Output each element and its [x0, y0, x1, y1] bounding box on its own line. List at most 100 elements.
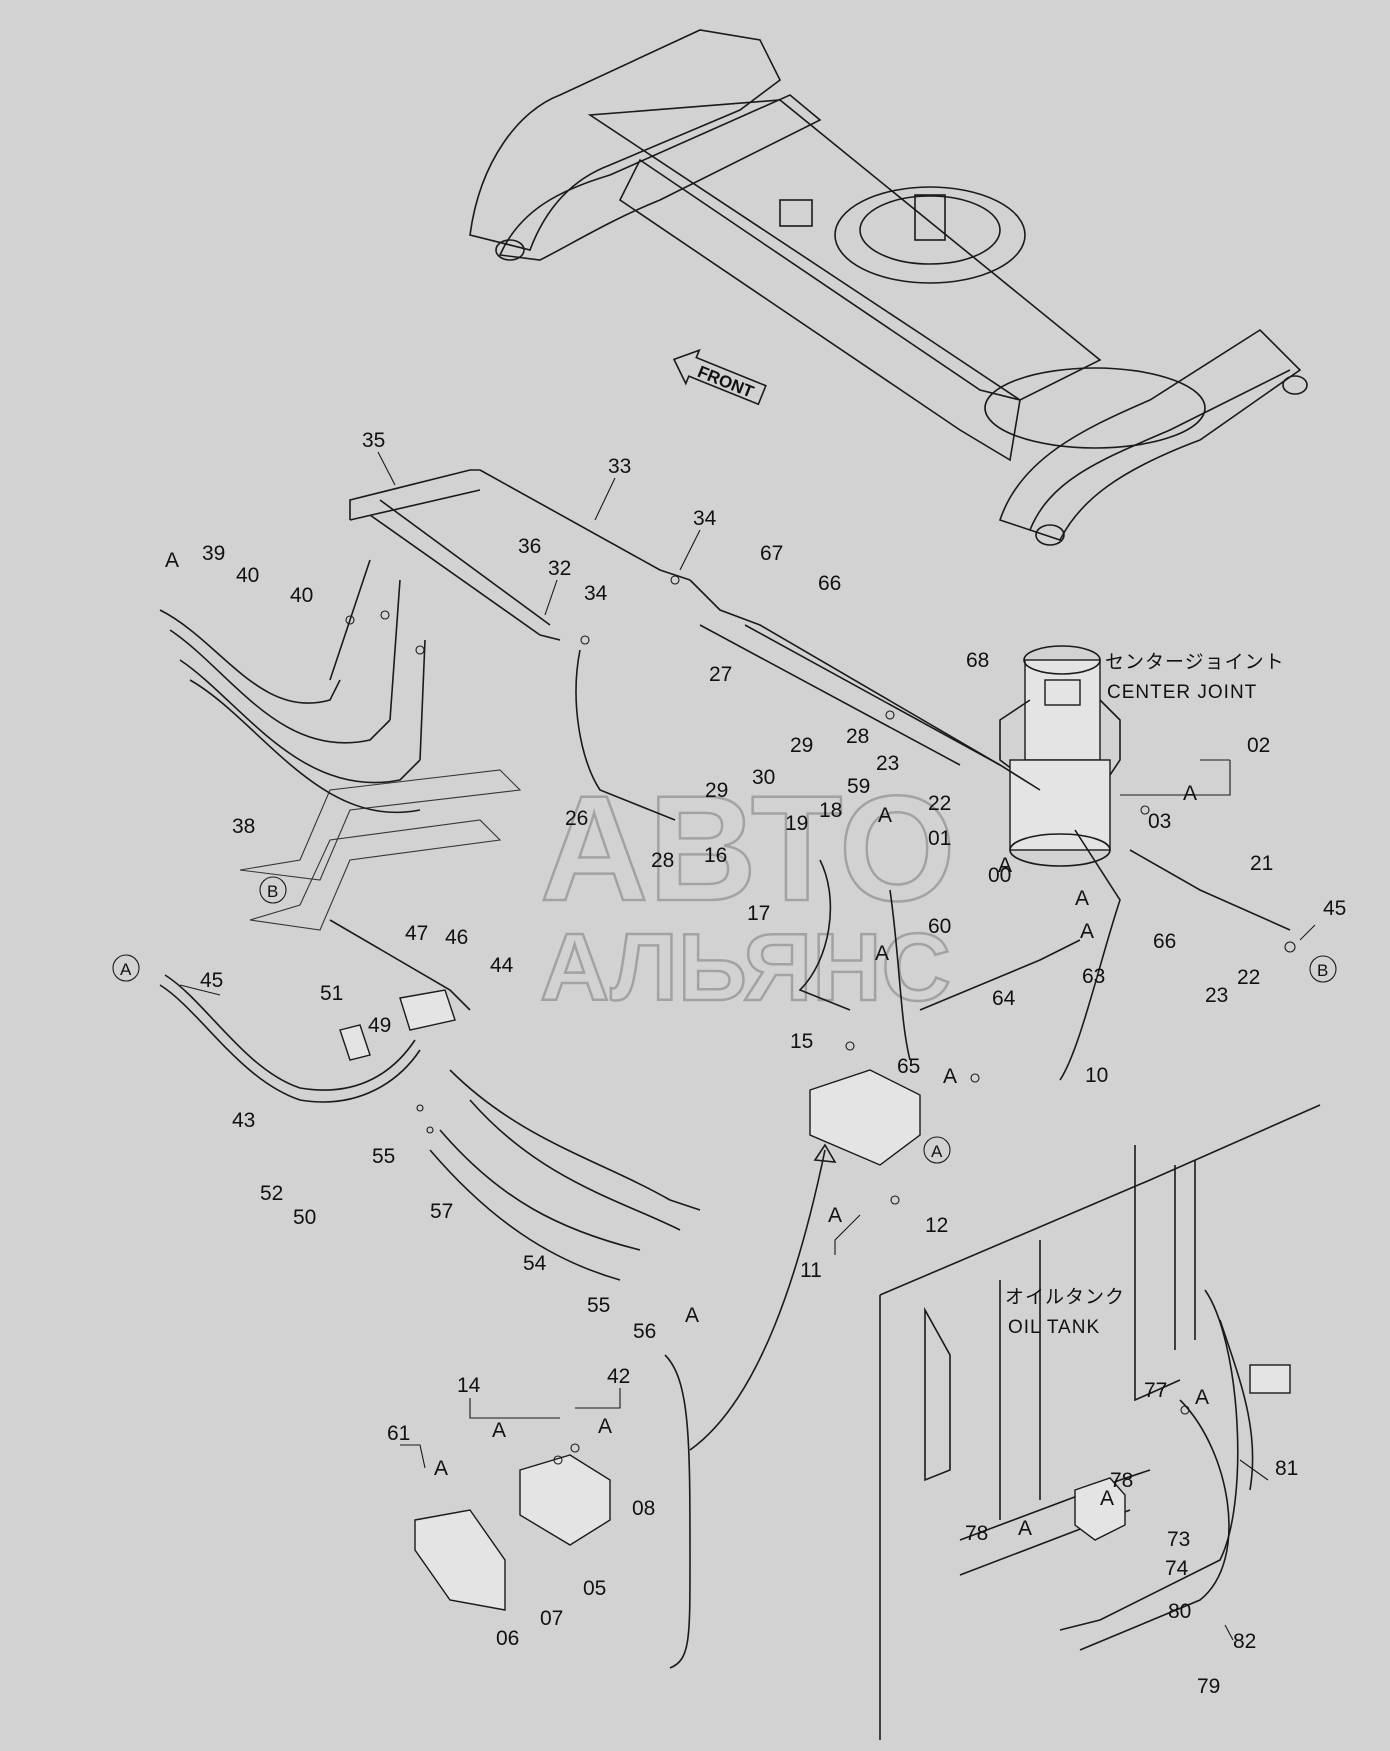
- marker-b-left: B: [259, 876, 287, 904]
- callout: 49: [368, 1014, 391, 1037]
- callout: 73: [1167, 1528, 1190, 1551]
- leader-lines: [179, 451, 1316, 1641]
- callout: 19: [785, 812, 808, 835]
- callout: 10: [1085, 1064, 1108, 1087]
- svg-text:A: A: [492, 1419, 506, 1442]
- oil-tank-jp: オイルタンク: [1005, 1286, 1125, 1308]
- callout: 22: [1237, 966, 1260, 989]
- callout: 17: [747, 902, 770, 925]
- callout: 42: [607, 1365, 630, 1388]
- callout: 05: [583, 1577, 606, 1600]
- callout: 56: [633, 1320, 656, 1343]
- callout: 66: [818, 572, 841, 595]
- callout: 78: [1110, 1469, 1133, 1492]
- callout: 47: [405, 922, 428, 945]
- callout: 34: [584, 582, 608, 605]
- callout: 11: [800, 1259, 822, 1282]
- callout: 35: [362, 429, 385, 452]
- svg-text:A: A: [1080, 920, 1094, 943]
- callout: 06: [496, 1627, 519, 1650]
- svg-text:A: A: [434, 1457, 448, 1480]
- callout: 65: [897, 1055, 920, 1078]
- callout: 03: [1148, 810, 1171, 833]
- callout: 51: [320, 982, 343, 1005]
- svg-text:A: A: [943, 1065, 957, 1088]
- callout: 50: [293, 1206, 316, 1229]
- oil-tank: オイルタンク OIL TANK: [879, 1104, 1321, 1740]
- callout: 80: [1168, 1600, 1191, 1623]
- callout: 45: [200, 969, 223, 992]
- callout: 34: [693, 507, 717, 530]
- callout: 07: [540, 1607, 563, 1630]
- svg-text:B: B: [1317, 961, 1328, 980]
- callout: 12: [925, 1214, 948, 1237]
- callout: 67: [760, 542, 783, 565]
- svg-text:A: A: [165, 549, 179, 572]
- callout: 64: [992, 987, 1016, 1010]
- watermark-line2: АЛЬЯНС: [540, 914, 951, 1021]
- svg-text:A: A: [931, 1142, 943, 1161]
- callout: 55: [372, 1145, 395, 1168]
- callout: 63: [1082, 965, 1105, 988]
- callout: 23: [1205, 984, 1228, 1007]
- svg-text:A: A: [1183, 782, 1197, 805]
- marker-b-right: B: [1309, 955, 1337, 983]
- pipes: [159, 469, 1291, 1669]
- callout: 40: [236, 564, 259, 587]
- callout: 77: [1144, 1379, 1167, 1402]
- callout: 29: [705, 779, 728, 802]
- callout: 32: [548, 557, 571, 580]
- callout: 22: [928, 792, 951, 815]
- callout: 59: [847, 775, 870, 798]
- svg-text:A: A: [878, 804, 892, 827]
- front-label: FRONT: [695, 362, 757, 402]
- callout: 60: [928, 915, 951, 938]
- callout: 21: [1250, 852, 1273, 875]
- callout: 00: [988, 864, 1011, 887]
- svg-text:A: A: [875, 942, 889, 965]
- callout: 55: [587, 1294, 610, 1317]
- callout: 30: [752, 766, 775, 789]
- svg-text:A: A: [120, 960, 132, 979]
- callout: 82: [1233, 1630, 1256, 1653]
- svg-text:A: A: [828, 1204, 842, 1227]
- lower-frame-drawing: [469, 29, 1308, 546]
- svg-text:B: B: [267, 882, 278, 901]
- callout: 33: [608, 455, 631, 478]
- callout: 39: [202, 542, 225, 565]
- callout: 29: [790, 734, 813, 757]
- callout: 54: [523, 1252, 547, 1275]
- svg-text:A: A: [1195, 1386, 1209, 1409]
- valve-blocks: [339, 989, 1291, 1611]
- callout: 28: [651, 849, 674, 872]
- callout: 40: [290, 584, 313, 607]
- callout: 28: [846, 725, 869, 748]
- callout: 66: [1153, 930, 1176, 953]
- callout: 68: [966, 649, 989, 672]
- callout: 08: [632, 1497, 655, 1520]
- callout: 26: [565, 807, 588, 830]
- svg-text:A: A: [685, 1304, 699, 1327]
- fittings: [345, 575, 1296, 1465]
- front-arrow: FRONT: [672, 348, 767, 406]
- svg-text:A: A: [1100, 1487, 1114, 1510]
- marker-a-valve: A: [923, 1136, 951, 1164]
- svg-text:A: A: [1018, 1517, 1032, 1540]
- watermark: АВТО АЛЬЯНС: [239, 763, 957, 1022]
- callout: 61: [387, 1422, 410, 1445]
- callout: 52: [260, 1182, 283, 1205]
- callout: 27: [709, 663, 732, 686]
- a-labels: A A A A A A A A A A A A A A A A: [165, 549, 1209, 1540]
- callout: 02: [1247, 734, 1270, 757]
- center-joint-en: CENTER JOINT: [1107, 682, 1257, 703]
- svg-text:A: A: [1075, 887, 1089, 910]
- watermark-line1: АВТО: [540, 764, 956, 932]
- marker-a-left: A: [112, 954, 140, 982]
- center-joint: センタージョイント CENTER JOINT: [999, 645, 1284, 867]
- callout: 57: [430, 1200, 453, 1223]
- callouts: 35 33 34 34 36 32 39 40 40 38 67 66 66 2…: [200, 429, 1346, 1698]
- oil-tank-en: OIL TANK: [1008, 1317, 1100, 1338]
- callout: 74: [1165, 1557, 1189, 1580]
